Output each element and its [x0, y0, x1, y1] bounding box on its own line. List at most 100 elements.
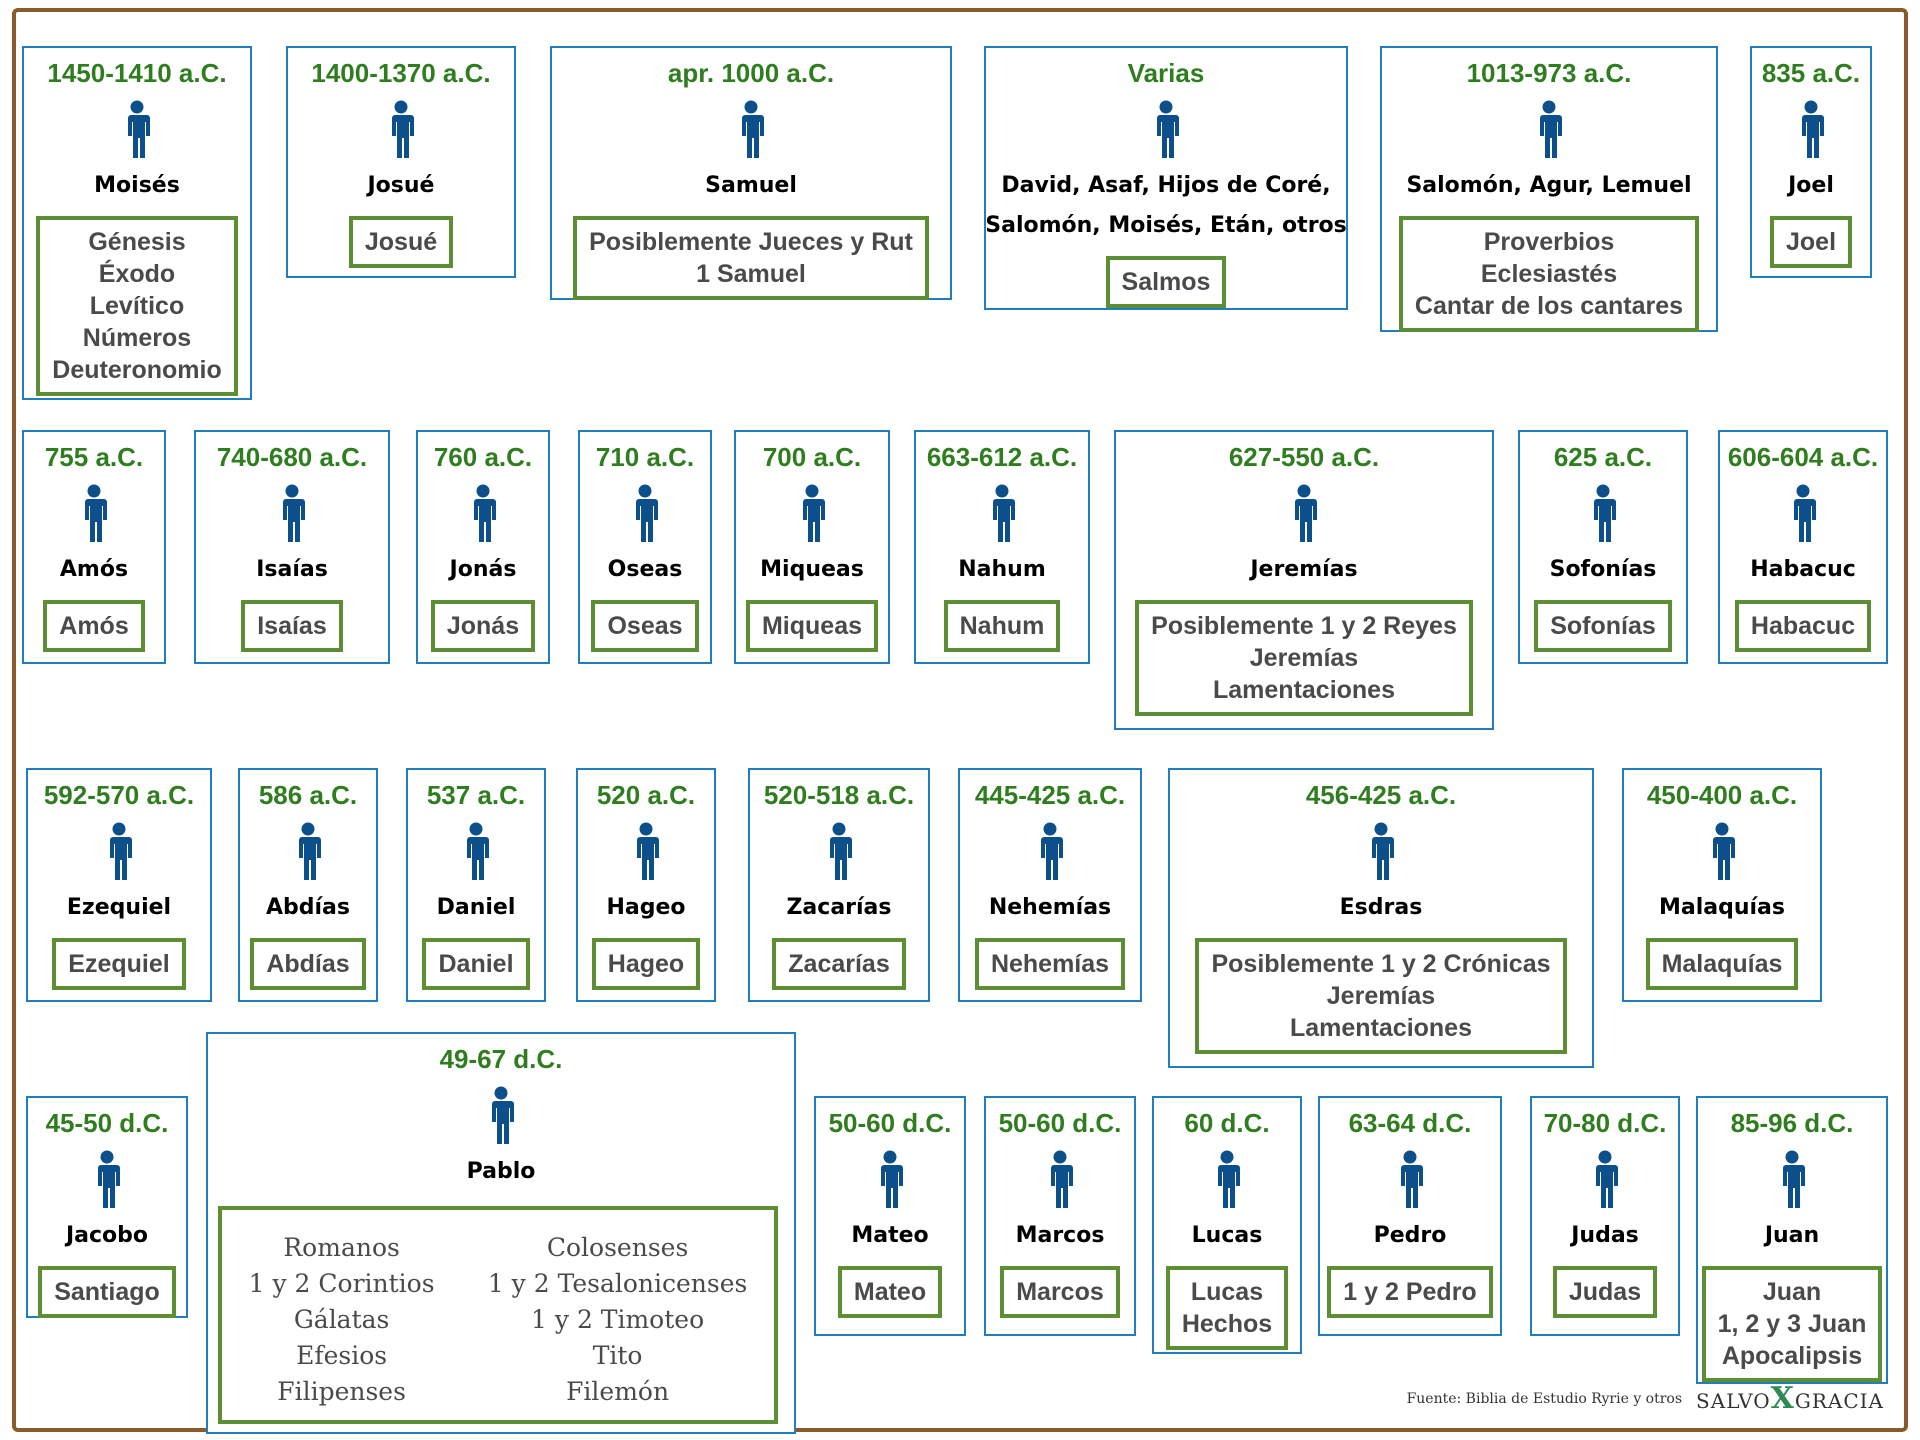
- person-icon: [123, 100, 151, 160]
- book-title: 1 Samuel: [696, 260, 806, 288]
- card-date: 520 a.C.: [596, 780, 696, 810]
- person-icon: [1396, 1150, 1424, 1210]
- person-icon: [1535, 100, 1563, 160]
- books-box: Abdías: [250, 938, 366, 990]
- person-icon: [1036, 822, 1064, 882]
- card-date: apr. 1000 a.C.: [667, 58, 835, 88]
- book-title: Génesis: [88, 228, 186, 256]
- book-title: 1 y 2 Timoteo: [531, 1305, 705, 1334]
- book-title: Lamentaciones: [1212, 676, 1395, 704]
- books-box: Malaquías: [1645, 938, 1799, 990]
- card-date: 50-60 d.C.: [998, 1108, 1122, 1138]
- card-author: Salomón, Agur, Lemuel: [1406, 173, 1692, 198]
- book-title: Levítico: [89, 292, 185, 320]
- book-title: Amós: [59, 612, 129, 640]
- card-date: 60 d.C.: [1184, 1108, 1270, 1138]
- card-date: 450-400 a.C.: [1646, 780, 1798, 810]
- person-icon: [387, 100, 415, 160]
- person-icon: [1213, 1150, 1241, 1210]
- card-author: Abdías: [265, 895, 350, 920]
- card-author: Oseas: [607, 557, 683, 582]
- card-date: 592-570 a.C.: [43, 780, 195, 810]
- person-icon: [737, 100, 765, 160]
- books-box: Isaías: [241, 600, 343, 652]
- book-title: Lucas: [1190, 1278, 1264, 1306]
- card-author: Lucas: [1191, 1223, 1263, 1248]
- books-box: 1 y 2 Pedro: [1327, 1266, 1493, 1318]
- book-title: Lamentaciones: [1289, 1014, 1472, 1042]
- person-icon: [294, 822, 322, 882]
- book-title: Jonás: [446, 612, 520, 640]
- book-title: Posiblemente 1 y 2 Crónicas: [1211, 950, 1551, 978]
- card-date: 625 a.C.: [1553, 442, 1653, 472]
- footer: Fuente: Biblia de Estudio Ryrie y otros …: [1407, 1381, 1884, 1416]
- books-box: Nehemías: [974, 938, 1126, 990]
- book-title: Romanos: [283, 1233, 400, 1262]
- book-title: Isaías: [257, 612, 327, 640]
- card-author: Jeremías: [1250, 557, 1358, 582]
- book-title: Colosenses: [546, 1233, 689, 1262]
- book-title: Apocalipsis: [1721, 1342, 1863, 1370]
- books-box: Hageo: [591, 938, 701, 990]
- card-date: 627-550 a.C.: [1228, 442, 1380, 472]
- book-title: Josué: [364, 228, 438, 256]
- book-title: Nahum: [959, 612, 1045, 640]
- card-date: 537 a.C.: [426, 780, 526, 810]
- book-title: Jeremías: [1249, 644, 1359, 672]
- card-date: 663-612 a.C.: [926, 442, 1078, 472]
- card-date: 1400-1370 a.C.: [311, 58, 491, 88]
- book-title: Proverbios: [1483, 228, 1615, 256]
- person-icon: [825, 822, 853, 882]
- books-box: Amós: [43, 600, 145, 652]
- card-author: Moisés: [94, 173, 180, 198]
- card-date: 700 a.C.: [762, 442, 862, 472]
- book-title: Abdías: [266, 950, 350, 978]
- person-icon: [462, 822, 490, 882]
- outer-frame: [12, 8, 1908, 1432]
- card-date: Varias: [1127, 58, 1205, 88]
- person-icon: [1591, 1150, 1619, 1210]
- person-icon: [876, 1150, 904, 1210]
- card-author: Judas: [1571, 1223, 1639, 1248]
- book-title: Malaquías: [1661, 950, 1783, 978]
- books-box: Nahum: [943, 600, 1061, 652]
- books-column-right: Colosenses 1 y 2 Tesalonicenses 1 y 2 Timo…: [488, 1230, 748, 1420]
- book-title: Santiago: [54, 1278, 160, 1306]
- book-title: Gálatas: [293, 1305, 390, 1334]
- card-author: Marcos: [1015, 1223, 1105, 1248]
- card-date: 835 a.C.: [1761, 58, 1861, 88]
- card-author: Amós: [59, 557, 129, 582]
- books-box: Habacuc: [1734, 600, 1872, 652]
- person-icon: [278, 484, 306, 544]
- book-title: Posiblemente 1 y 2 Reyes: [1151, 612, 1457, 640]
- card-author: Nehemías: [988, 895, 1112, 920]
- person-icon: [1589, 484, 1617, 544]
- card-date: 85-96 d.C.: [1730, 1108, 1854, 1138]
- person-icon: [469, 484, 497, 544]
- book-title: 1 y 2 Tesalonicenses: [487, 1269, 748, 1298]
- person-icon: [1789, 484, 1817, 544]
- card-date: 755 a.C.: [44, 442, 144, 472]
- card-author: Samuel: [705, 173, 797, 198]
